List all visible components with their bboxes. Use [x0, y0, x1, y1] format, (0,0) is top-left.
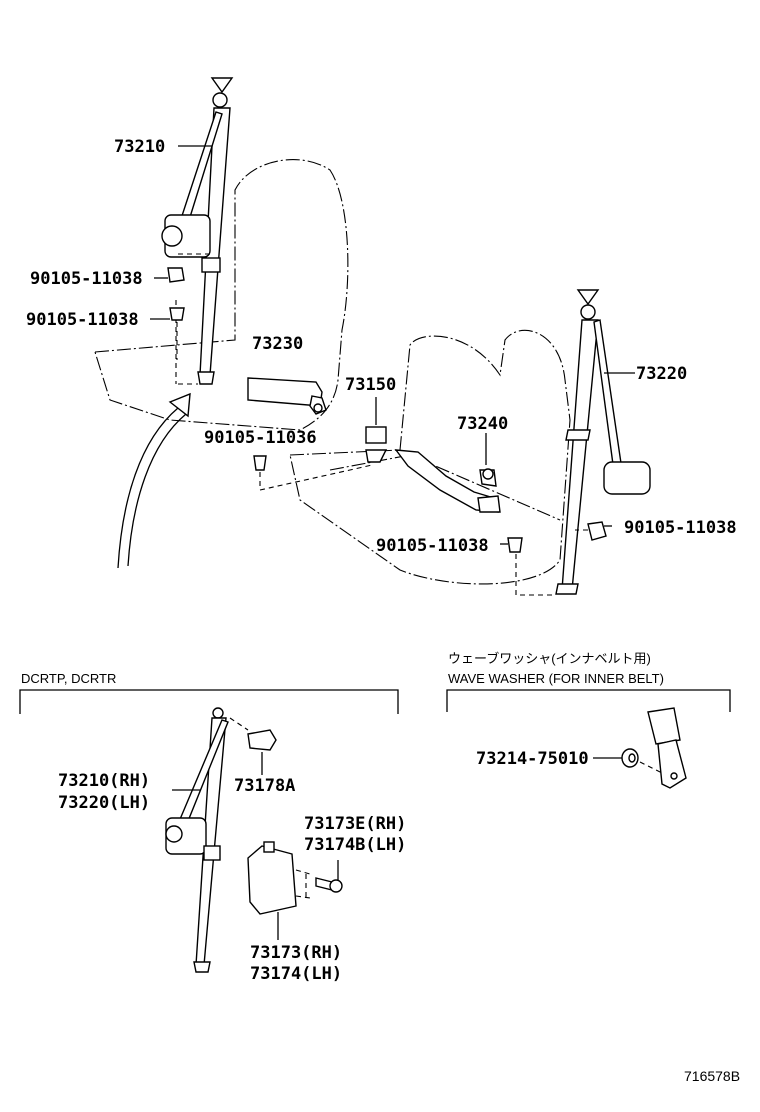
variant-box: DCRTP, DCRTR 73210(RH) 732	[19, 671, 406, 984]
washer-box-heading-en: WAVE WASHER (FOR INNER BELT)	[448, 671, 664, 686]
screw-73173e	[315, 877, 343, 893]
drawing-reference-number: 716578B	[684, 1068, 740, 1084]
washer-box: ウェーブワッシャ(インナベルト用) WAVE WASHER (FOR INNER…	[446, 651, 731, 789]
leader-lines	[150, 145, 635, 545]
callout-73220-lh: 73220(LH)	[58, 793, 150, 813]
center-belt-73240	[394, 449, 501, 513]
callout-73174-lh: 73174(LH)	[250, 964, 342, 984]
cap-73178a	[247, 729, 277, 751]
buckle-73230	[247, 377, 327, 415]
callout-73240: 73240	[457, 414, 508, 434]
rear-seat-outline	[289, 329, 571, 585]
callout-73214-75010: 73214-75010	[476, 749, 589, 769]
callout-90105-11038-c: 90105-11038	[376, 536, 489, 556]
direction-arrow	[117, 392, 191, 569]
callout-73210: 73210	[114, 137, 165, 157]
callout-90105-11038-b: 90105-11038	[26, 310, 139, 330]
callout-73173-rh: 73173(RH)	[250, 943, 342, 963]
bolt-90105-11036	[253, 455, 373, 491]
variant-box-heading: DCRTP, DCRTR	[21, 671, 116, 686]
rear-seat-belt-73220	[555, 289, 651, 595]
driver-seat-outline	[94, 159, 349, 431]
bolt-90105-a	[167, 267, 185, 283]
callout-90105-11036: 90105-11036	[204, 428, 317, 448]
buckle-73150	[365, 397, 388, 463]
cover-73173	[247, 841, 311, 915]
callout-73150: 73150	[345, 375, 396, 395]
wave-washer-73214	[621, 748, 639, 768]
callout-73178a: 73178A	[234, 776, 295, 796]
callout-90105-11038-a: 90105-11038	[30, 269, 143, 289]
callout-73230: 73230	[252, 334, 303, 354]
callout-73210-rh: 73210(RH)	[58, 771, 150, 791]
washer-box-heading-jp: ウェーブワッシャ(インナベルト用)	[448, 651, 651, 666]
callout-73174b-lh: 73174B(LH)	[304, 835, 406, 855]
inner-belt-buckle	[639, 707, 687, 789]
front-seat-belt-73210	[161, 77, 234, 385]
callout-90105-11038-d: 90105-11038	[624, 518, 737, 538]
variant-belt	[165, 707, 249, 973]
bolt-90105-d	[575, 521, 607, 541]
callout-73173e-rh: 73173E(RH)	[304, 814, 406, 834]
bolt-90105-c	[507, 537, 555, 596]
bolt-90105-b	[169, 307, 185, 360]
callout-73220: 73220	[636, 364, 687, 384]
